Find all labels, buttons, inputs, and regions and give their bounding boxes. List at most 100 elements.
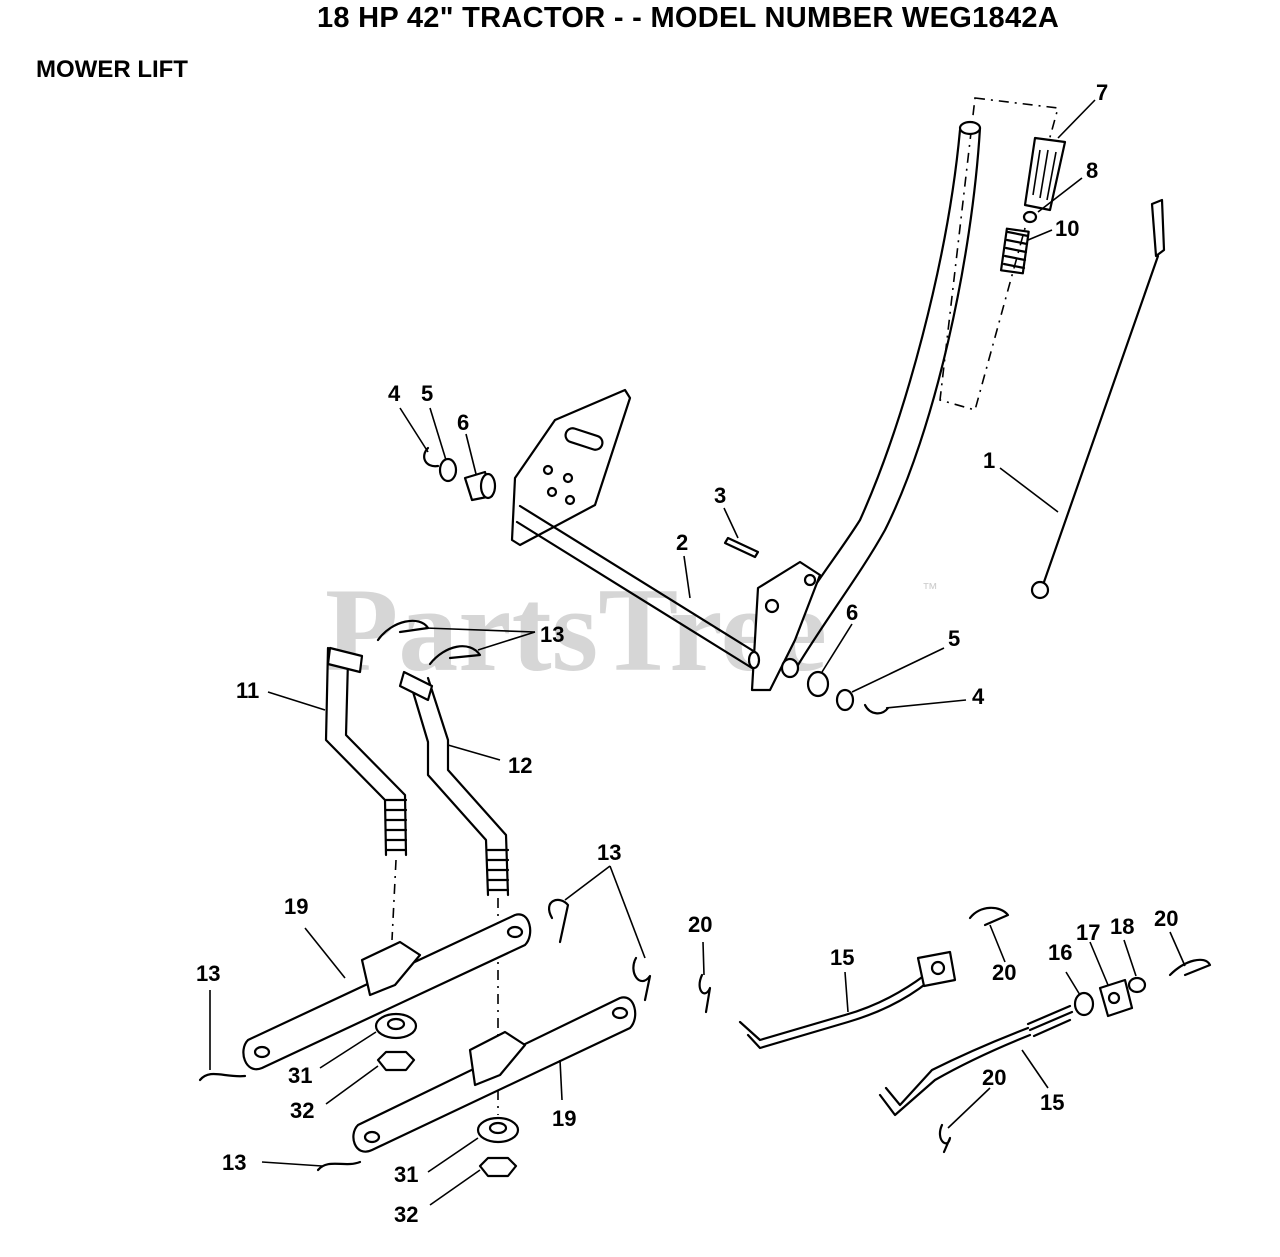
mounting-plate bbox=[510, 388, 632, 547]
callout-4-right: 4 bbox=[972, 684, 985, 709]
leader-7 bbox=[1057, 99, 1096, 139]
hairpin-13-top-2 bbox=[428, 645, 482, 666]
link-12-right-edge bbox=[426, 676, 510, 897]
callout-20-mid: 20 bbox=[992, 960, 1016, 985]
callout-13-top: 13 bbox=[540, 622, 564, 647]
callout-16: 16 bbox=[1048, 940, 1072, 965]
hairpin-20-c bbox=[1168, 958, 1212, 977]
link-11-top-end bbox=[326, 646, 364, 674]
lower-rod-edge bbox=[878, 1033, 1032, 1117]
upper-arm-hub bbox=[360, 940, 422, 997]
lift-rod-shaft bbox=[1042, 254, 1160, 584]
hairpin-20-d bbox=[938, 1123, 952, 1154]
handle-housing-outline bbox=[939, 97, 1060, 411]
leader-20d bbox=[947, 1087, 991, 1129]
hairpin-20-b bbox=[968, 906, 1010, 927]
nut-32-lower bbox=[478, 1156, 518, 1178]
grip-rib bbox=[1039, 149, 1049, 199]
callout-19-upper: 19 bbox=[284, 894, 308, 919]
spring-coils bbox=[1002, 230, 1030, 270]
lift-rod-bottom-end bbox=[1030, 580, 1050, 600]
callout-32-upper: 32 bbox=[290, 1098, 314, 1123]
link-11-thread bbox=[384, 798, 408, 852]
leader-20c bbox=[1169, 931, 1186, 967]
leader-13b-2 bbox=[609, 865, 646, 959]
trademark-symbol: ™ bbox=[922, 581, 938, 598]
section-title: MOWER LIFT bbox=[36, 56, 188, 83]
cotter-pin-3 bbox=[723, 536, 760, 559]
upper-rod-nut bbox=[930, 960, 946, 976]
spring-outline bbox=[999, 227, 1030, 275]
leader-11 bbox=[267, 691, 326, 711]
leader-31b bbox=[427, 1137, 479, 1173]
hairpin-13-arm-1 bbox=[548, 898, 570, 944]
callout-5: 5 bbox=[421, 381, 433, 406]
hairpin-13-arm-3 bbox=[198, 1072, 247, 1082]
callout-4: 4 bbox=[388, 381, 401, 406]
watermark: PartsTree bbox=[325, 563, 827, 696]
callout-20-right: 20 bbox=[1154, 906, 1178, 931]
callout-32-lower: 32 bbox=[394, 1202, 418, 1227]
upper-rod-edge-2 bbox=[746, 980, 930, 1050]
link-11-left-edge bbox=[324, 646, 388, 857]
shaft-end bbox=[747, 650, 761, 670]
callout-15-upper: 15 bbox=[830, 945, 854, 970]
leader-4a bbox=[399, 407, 429, 453]
grip-rib bbox=[1046, 151, 1057, 201]
upper-arm-body bbox=[242, 913, 532, 1071]
lift-lever-tube-right bbox=[793, 126, 982, 672]
shaft-bottom-edge bbox=[515, 520, 754, 670]
leader-8 bbox=[1037, 177, 1083, 213]
leader-16 bbox=[1065, 971, 1081, 996]
nut-32-upper bbox=[376, 1050, 416, 1072]
leader-32a bbox=[325, 1065, 379, 1105]
lift-arm-19-lower bbox=[352, 996, 637, 1153]
callout-8: 8 bbox=[1086, 158, 1098, 183]
lift-link-12 bbox=[398, 670, 510, 897]
callout-17: 17 bbox=[1076, 920, 1100, 945]
callout-12: 12 bbox=[508, 753, 532, 778]
bushing-31-upper-hole bbox=[386, 1017, 406, 1031]
grip-rib bbox=[1032, 149, 1041, 196]
upper-arm-hole bbox=[253, 1045, 271, 1059]
callout-20-bottom: 20 bbox=[982, 1065, 1006, 1090]
link-11-right-edge bbox=[344, 658, 408, 857]
bushing-18 bbox=[1127, 976, 1147, 994]
lower-rod-edge-2 bbox=[884, 1026, 1030, 1107]
leader-6a bbox=[465, 433, 477, 475]
callout-19-lower: 19 bbox=[552, 1106, 576, 1131]
hairpin-20-a bbox=[698, 973, 712, 1014]
grip-body bbox=[1023, 136, 1067, 212]
bushing-6-right bbox=[806, 670, 830, 698]
leader-4b bbox=[885, 699, 967, 709]
callout-11: 11 bbox=[236, 678, 259, 703]
callout-1: 1 bbox=[983, 448, 995, 473]
lift-rod bbox=[1030, 198, 1166, 600]
mounting-plate-body bbox=[510, 388, 632, 547]
leader-6b bbox=[821, 623, 853, 673]
callout-31-lower: 31 bbox=[394, 1162, 418, 1187]
upper-rod-edge bbox=[738, 973, 927, 1042]
leader-12 bbox=[447, 744, 501, 761]
clip-4-left bbox=[423, 446, 440, 468]
lift-arm-19-upper bbox=[242, 913, 532, 1071]
centerline bbox=[391, 859, 397, 941]
washer-5-right bbox=[835, 688, 855, 712]
upper-arm-hole bbox=[506, 925, 524, 939]
leader-2 bbox=[683, 555, 691, 599]
leader-5a bbox=[429, 407, 447, 461]
bushing-6-left-face bbox=[479, 472, 497, 500]
lift-handle-assembly bbox=[750, 97, 1060, 692]
plate-hole bbox=[542, 464, 554, 476]
nut-16 bbox=[1073, 991, 1095, 1017]
spring bbox=[999, 227, 1030, 275]
callout-3: 3 bbox=[714, 483, 726, 508]
lower-arm-hub bbox=[468, 1030, 527, 1087]
leader-20b bbox=[989, 924, 1006, 963]
callout-13-lower: 13 bbox=[222, 1150, 246, 1175]
leader-32b bbox=[429, 1169, 481, 1206]
callout-10: 10 bbox=[1055, 216, 1079, 241]
handle-grip bbox=[1023, 136, 1067, 212]
link-12-thread bbox=[486, 848, 510, 892]
